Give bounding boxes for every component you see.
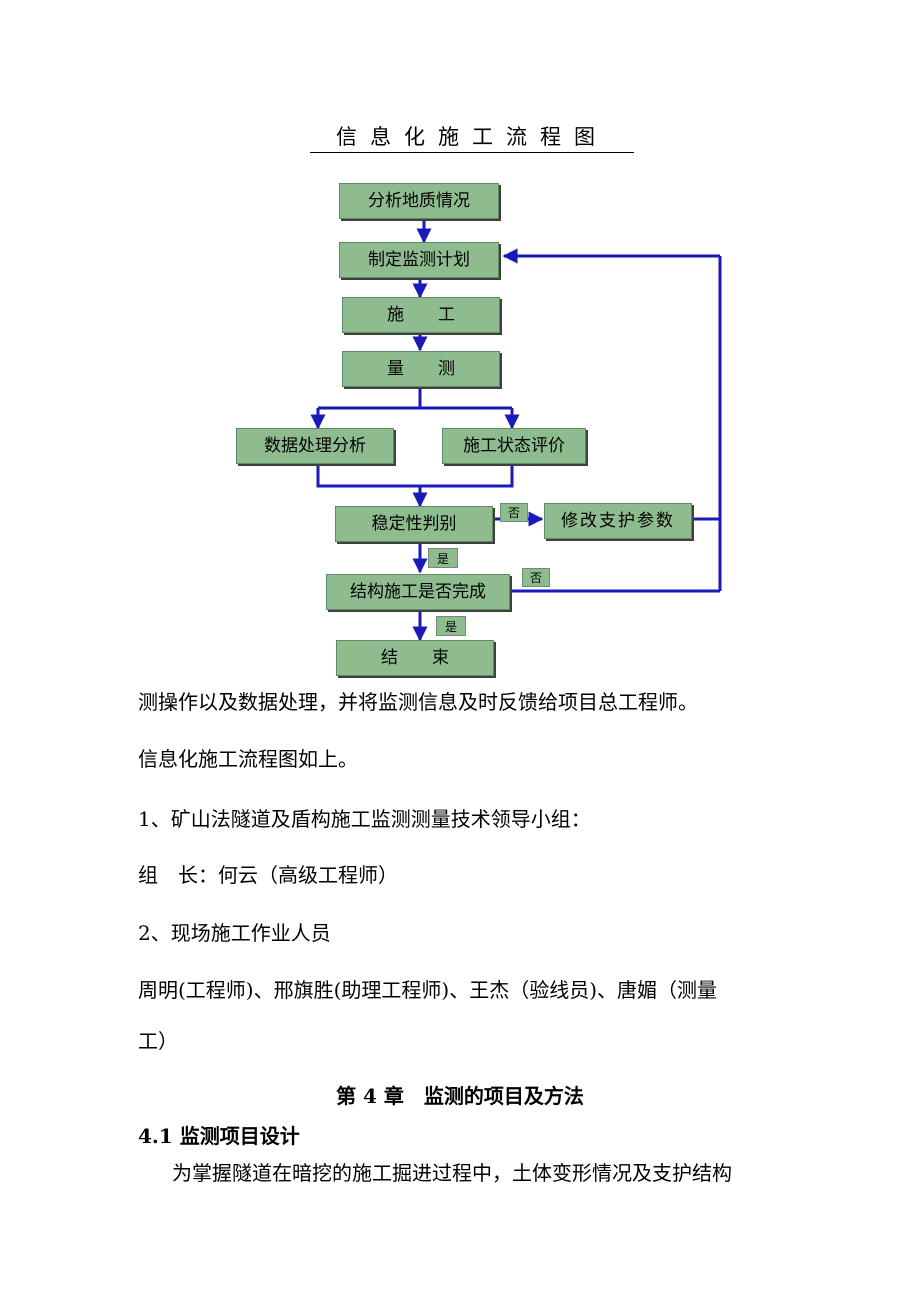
node-structure-complete: 结构施工是否完成 — [326, 574, 510, 610]
node-stability-judgment: 稳定性判别 — [335, 506, 493, 542]
paragraph-line: 测操作以及数据处理，并将监测信息及时反馈给项目总工程师。 — [138, 690, 698, 714]
node-make-monitoring-plan: 制定监测计划 — [339, 242, 499, 278]
label-yes-stability: 是 — [428, 548, 458, 568]
label-no-complete: 否 — [522, 568, 550, 587]
node-analyze-geology: 分析地质情况 — [339, 183, 499, 219]
paragraph-line: 工） — [138, 1029, 178, 1053]
section-heading: 4.1 监测项目设计 — [138, 1124, 300, 1148]
node-modify-support: 修改支护参数 — [544, 503, 692, 539]
paragraph-line: 2、现场施工作业人员 — [138, 921, 331, 945]
node-data-processing: 数据处理分析 — [236, 428, 394, 464]
label-no-stability: 否 — [500, 503, 528, 522]
node-construction: 施 工 — [342, 297, 500, 333]
node-measurement: 量 测 — [342, 351, 500, 387]
flowchart-title: 信息化施工流程图 — [310, 122, 634, 153]
paragraph-line: 周明(工程师)、邢旗胜(助理工程师)、王杰（验线员)、唐媚（测量 — [138, 978, 718, 1002]
paragraph-line: 信息化施工流程图如上。 — [138, 747, 358, 771]
paragraph-line: 组 长：何云（高级工程师） — [138, 863, 398, 887]
paragraph-line: 1、矿山法隧道及盾构施工监测测量技术领导小组： — [138, 807, 591, 831]
node-status-evaluation: 施工状态评价 — [442, 428, 586, 464]
paragraph-line: 为掌握隧道在暗挖的施工掘进过程中，土体变形情况及支护结构 — [172, 1161, 732, 1185]
chapter-heading: 第 4 章 监测的项目及方法 — [336, 1084, 584, 1108]
label-yes-complete: 是 — [436, 616, 466, 636]
line-merge — [316, 462, 514, 488]
node-end: 结 束 — [336, 640, 494, 676]
